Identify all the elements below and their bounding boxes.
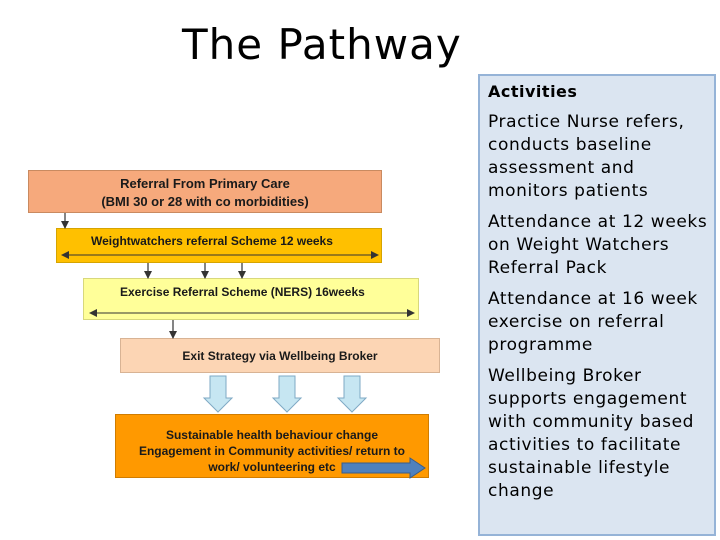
exercise-label: Exercise Referral Scheme (NERS) 16weeks: [120, 285, 365, 299]
referral-label: Referral From Primary Care: [120, 176, 290, 191]
activity-item-2: Attendance at 12 weeks on Weight Watcher…: [488, 212, 708, 278]
sustainable-line-1: Sustainable health behaviour change: [165, 428, 379, 442]
exit-label: Exit Strategy via Wellbeing Broker: [182, 349, 378, 363]
exit-box: Exit Strategy via Wellbeing Broker: [120, 338, 440, 373]
referral-box: Referral From Primary Care (BMI 30 or 28…: [28, 170, 382, 213]
referral-criteria: (BMI 30 or 28 with co morbidities): [101, 194, 309, 209]
block-arrow-2: [271, 375, 303, 413]
sustainable-line-2: Engagement in Community activities/ retu…: [138, 444, 406, 458]
block-arrow-3: [336, 375, 368, 413]
right-arrow-icon: [341, 457, 426, 479]
activities-heading: Activities: [488, 82, 578, 101]
activity-item-1: Practice Nurse refers, conducts baseline…: [488, 112, 685, 201]
block-arrow-1: [202, 375, 234, 413]
activities-panel: Activities Practice Nurse refers, conduc…: [478, 74, 716, 536]
sustainable-line-3: work/ volunteering etc: [208, 460, 336, 474]
weightwatchers-label: Weightwatchers referral Scheme 12 weeks: [91, 234, 333, 248]
activity-item-4: Wellbeing Broker supports engagement wit…: [488, 366, 695, 501]
slide-title: The Pathway: [182, 20, 462, 69]
activity-item-3: Attendance at 16 week exercise on referr…: [488, 289, 698, 355]
